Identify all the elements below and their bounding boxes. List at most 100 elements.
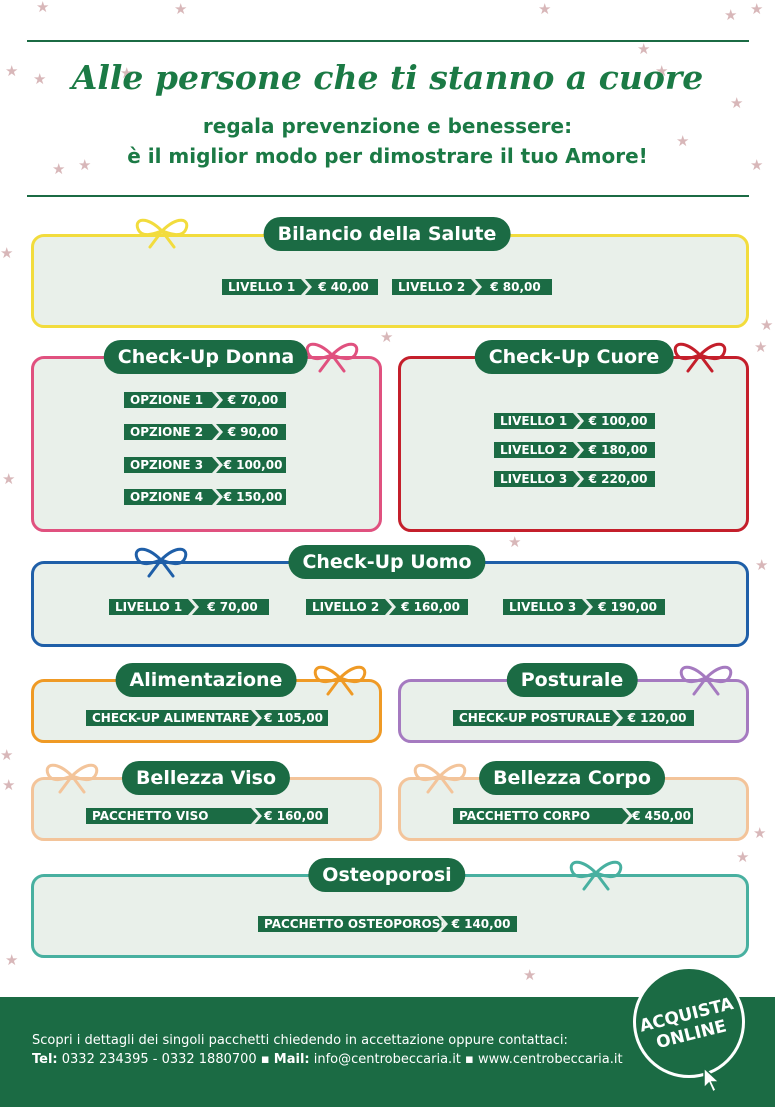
row-label: OPZIONE 3 (124, 457, 219, 473)
card-check-up-donna (31, 356, 382, 532)
star-icon: ★ (120, 64, 134, 82)
star-icon: ★ (0, 746, 14, 764)
row-price: € 40,00 (305, 279, 378, 295)
price-row[interactable]: LIVELLO 1 € 40,00 (222, 279, 378, 295)
star-icon: ★ (5, 62, 19, 80)
price-row[interactable]: PACCHETTO OSTEOPOROSI € 140,00 (258, 916, 517, 932)
tel-value[interactable]: 0332 234395 - 0332 1880700 (61, 1052, 257, 1067)
row-label: LIVELLO 1 (222, 279, 308, 295)
star-icon: ★ (33, 70, 47, 88)
star-icon: ★ (5, 951, 19, 969)
price-row[interactable]: LIVELLO 1 € 70,00 (109, 599, 269, 615)
bow-icon (135, 218, 189, 249)
star-icon: ★ (2, 470, 16, 488)
row-label: LIVELLO 3 (503, 599, 589, 615)
mail-link[interactable]: info@centrobeccaria.it (313, 1052, 461, 1067)
price-row[interactable]: CHECK-UP ALIMENTARE € 105,00 (86, 710, 328, 726)
star-icon: ★ (523, 966, 537, 984)
title-check-up-uomo: Check-Up Uomo (288, 545, 486, 579)
price-row[interactable]: PACCHETTO CORPO € 450,00 (453, 808, 693, 824)
row-label: CHECK-UP ALIMENTARE (86, 710, 258, 726)
row-price: € 105,00 (255, 710, 328, 726)
price-row[interactable]: LIVELLO 3 € 220,00 (494, 471, 655, 487)
star-icon: ★ (538, 0, 552, 18)
price-row[interactable]: OPZIONE 1 € 70,00 (124, 392, 286, 408)
buy-online-label: ACQUISTA ONLINE (633, 993, 746, 1057)
star-icon: ★ (676, 132, 690, 150)
row-label: LIVELLO 1 (109, 599, 195, 615)
star-icon: ★ (52, 160, 66, 178)
row-label: LIVELLO 1 (494, 413, 580, 429)
star-icon: ★ (755, 556, 769, 574)
row-price: € 140,00 (441, 916, 517, 932)
price-row[interactable]: LIVELLO 1 € 100,00 (494, 413, 655, 429)
star-icon: ★ (760, 316, 774, 334)
bow-icon (679, 665, 733, 696)
star-icon: ★ (750, 0, 764, 18)
top-divider (27, 40, 749, 42)
star-icon: ★ (508, 533, 522, 551)
bow-icon (673, 342, 727, 373)
bow-icon (313, 665, 367, 696)
title-osteoporosi: Osteoporosi (308, 858, 466, 892)
bow-icon (45, 763, 99, 794)
star-icon: ★ (754, 338, 768, 356)
footer-info: Scopri i dettagli dei singoli pacchetti … (32, 1033, 568, 1048)
star-icon: ★ (655, 62, 669, 80)
row-price: € 150,00 (216, 489, 286, 505)
row-price: € 190,00 (586, 599, 665, 615)
bottom-divider (27, 195, 749, 197)
price-row[interactable]: LIVELLO 2 € 180,00 (494, 442, 655, 458)
price-row[interactable]: CHECK-UP POSTURALE € 120,00 (453, 710, 694, 726)
star-icon: ★ (0, 244, 14, 262)
price-row[interactable]: PACCHETTO VISO € 160,00 (86, 808, 328, 824)
bow-icon (305, 342, 359, 373)
bow-icon (134, 547, 188, 578)
row-price: € 160,00 (255, 808, 328, 824)
title-bellezza-viso: Bellezza Viso (121, 761, 291, 795)
row-label: OPZIONE 4 (124, 489, 219, 505)
separator: ▪ (260, 1052, 270, 1067)
row-price: € 100,00 (577, 413, 655, 429)
row-price: € 450,00 (626, 808, 693, 824)
price-row[interactable]: LIVELLO 2 € 160,00 (306, 599, 468, 615)
footer-contacts: Tel: 0332 234395 - 0332 1880700 ▪ Mail: … (32, 1052, 623, 1067)
price-row[interactable]: OPZIONE 3 € 100,00 (124, 457, 286, 473)
star-icon: ★ (736, 848, 750, 866)
row-price: € 90,00 (216, 424, 286, 440)
row-price: € 180,00 (577, 442, 655, 458)
row-price: € 100,00 (216, 457, 286, 473)
title-check-up-donna: Check-Up Donna (103, 340, 309, 374)
cursor-icon (703, 1066, 721, 1094)
separator: ▪ (465, 1052, 474, 1067)
star-icon: ★ (637, 40, 651, 58)
row-label: LIVELLO 2 (306, 599, 392, 615)
row-label: LIVELLO 2 (494, 442, 580, 458)
price-row[interactable]: LIVELLO 2 € 80,00 (392, 279, 552, 295)
row-price: € 70,00 (216, 392, 286, 408)
star-icon: ★ (78, 156, 92, 174)
price-row[interactable]: OPZIONE 4 € 150,00 (124, 489, 286, 505)
mail-label: Mail: (273, 1052, 310, 1067)
star-icon: ★ (174, 0, 188, 18)
row-label: OPZIONE 2 (124, 424, 219, 440)
row-price: € 120,00 (616, 710, 694, 726)
row-label: PACCHETTO CORPO (453, 808, 629, 824)
row-label: PACCHETTO VISO (86, 808, 258, 824)
tel-label: Tel: (32, 1052, 58, 1067)
star-icon: ★ (730, 94, 744, 112)
buy-online-button[interactable]: ACQUISTA ONLINE (633, 966, 745, 1078)
title-bilancio-salute: Bilancio della Salute (263, 217, 511, 251)
star-icon: ★ (380, 328, 394, 346)
price-row[interactable]: LIVELLO 3 € 190,00 (503, 599, 665, 615)
row-label: LIVELLO 2 (392, 279, 478, 295)
price-row[interactable]: OPZIONE 2 € 90,00 (124, 424, 286, 440)
website-link[interactable]: www.centrobeccaria.it (478, 1052, 623, 1067)
star-icon: ★ (724, 6, 738, 24)
row-label: CHECK-UP POSTURALE (453, 710, 619, 726)
row-label: OPZIONE 1 (124, 392, 219, 408)
title-bellezza-corpo: Bellezza Corpo (479, 761, 665, 795)
title-alimentazione: Alimentazione (115, 663, 297, 697)
title-posturale: Posturale (506, 663, 638, 697)
row-label: PACCHETTO OSTEOPOROSI (258, 916, 444, 932)
